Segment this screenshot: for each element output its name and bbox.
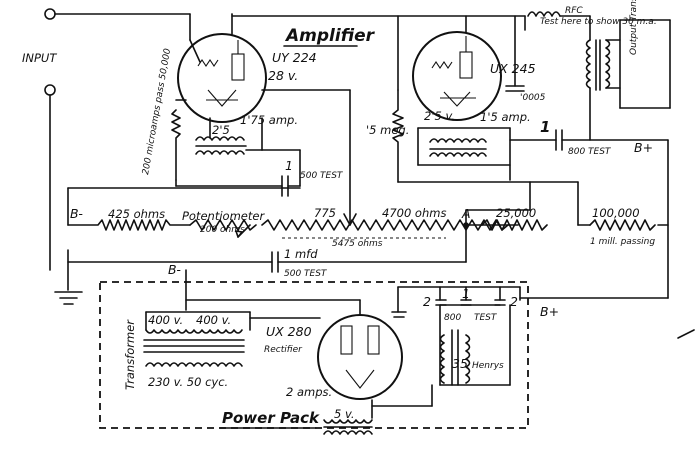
uy224-tube (177, 13, 267, 123)
mill-passing-label: 1 mill. passing (590, 237, 655, 247)
bminus2-label: B- (168, 262, 181, 277)
filt-c2-label: 1 (462, 286, 470, 301)
power-pack-label: Power Pack (222, 409, 320, 427)
uy224-label: UY 224 (272, 50, 317, 65)
input-terminal-bottom (44, 84, 56, 96)
test-here-label: Test here to show 30 m.a. (540, 17, 657, 27)
primary-label: 230 v. 50 cyc. (148, 375, 228, 389)
filt-c1-label: 2 (423, 294, 431, 309)
cap-1mfd-label: 1 mfd (284, 247, 318, 261)
cap2-test: 800 TEST (568, 147, 612, 157)
transformer-label: Transformer (123, 319, 137, 390)
uy224-cur-label: 1'75 amp. (240, 113, 298, 127)
bplus-pp-label: B+ (540, 304, 559, 319)
ux280-tube (317, 314, 403, 400)
amplifier-title: Amplifier (284, 26, 376, 46)
henrys-label: Henrys (472, 361, 504, 371)
grid-note: 200 microamps pass 50,000 (141, 47, 173, 175)
cap-0005-label: '0005 (520, 93, 546, 103)
ux245-cur-label: 1'5 amp. (480, 110, 531, 124)
ux245-label: UX 245 (490, 61, 536, 76)
fil-5v-label: 5 v. (334, 407, 355, 421)
input-terminal-top (44, 8, 56, 20)
filt-test2-label: TEST (474, 313, 498, 323)
r5475-label: 5475 ohms (332, 239, 383, 249)
amps2-label: 2 amps. (286, 385, 332, 399)
sec-400a-label: 400 v. (148, 313, 183, 327)
r775-label: 775 (314, 206, 336, 220)
r425-label: 425 ohms (108, 207, 165, 221)
divider-chain: B- 425 ohms Potentiometer 200 ohms 775 4… (67, 181, 669, 249)
bplus-top-label: B+ (634, 140, 653, 155)
input-label: INPUT (22, 51, 57, 65)
filter-section: 2 1 2 800 TEST 35 Henrys B+ (391, 286, 669, 407)
output-transformer (585, 19, 671, 109)
meg-label: '5 meg. (366, 123, 409, 137)
cap1-test: 500 TEST (300, 171, 344, 181)
power-pack-outline (99, 281, 529, 429)
fil-25-label: 2'5 (212, 123, 230, 137)
ux245-fil-label: 2'5 v. (424, 109, 455, 123)
sec-400b-label: 400 v. (196, 313, 231, 327)
potentiometer-label: Potentiometer (182, 209, 265, 223)
pot-ohms-label: 200 ohms (200, 225, 245, 235)
filt-test1-label: 800 (444, 313, 461, 323)
rfc-label: RFC (565, 6, 583, 16)
input-section: INPUT (22, 8, 191, 305)
bminus-label: B- (70, 206, 83, 221)
uy224-fil-label: 28 v. (268, 68, 298, 83)
cap3-test-label: 500 TEST (284, 269, 328, 279)
ux280-label: UX 280 (266, 324, 312, 339)
ux245-tube (412, 15, 502, 121)
r4700-label: 4700 ohms (382, 206, 446, 220)
rectifier-label: Rectifier (264, 345, 303, 355)
filt-c3-label: 2 (510, 294, 518, 309)
choke-35-label: 35 (452, 356, 468, 371)
r100000-label: 100,000 (592, 206, 640, 220)
output-transformer-label: Output Transformer (629, 0, 639, 55)
cap1-val: 1 (285, 158, 293, 173)
cap2-val: 1 (540, 118, 550, 136)
power-transformer: Transformer 400 v. 400 v. 230 v. 50 cyc. (123, 311, 321, 390)
